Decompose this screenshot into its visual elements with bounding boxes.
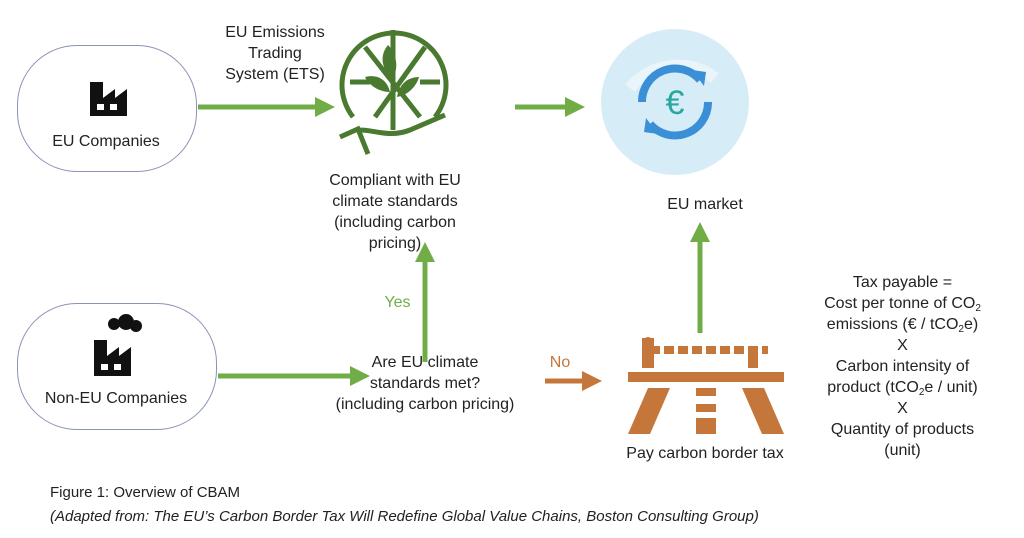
ets-line: EU Emissions xyxy=(225,24,325,41)
formula-text: emissions (€ / tCO xyxy=(826,316,959,333)
question-line: (including carbon pricing) xyxy=(335,396,515,413)
question-line: Are EU climate xyxy=(371,354,479,371)
question-line: standards met? xyxy=(369,375,481,392)
factory-icon xyxy=(90,82,127,116)
formula-sub: 2 xyxy=(918,387,925,398)
eu-market-euro-globe-icon: € xyxy=(601,29,749,175)
figure-caption: Figure 1: Overview of CBAM xyxy=(50,484,241,501)
formula-line: (unit) xyxy=(884,442,921,459)
ets-label: EU Emissions Trading System (ETS) xyxy=(205,22,345,85)
svg-text:€: € xyxy=(666,84,685,122)
formula-times: X xyxy=(897,337,908,354)
formula-text: Cost per tonne of CO xyxy=(824,295,976,312)
globe-plant-hand-icon xyxy=(338,30,449,155)
pay-tax-label: Pay carbon border tax xyxy=(626,445,784,462)
compliant-line: climate standards xyxy=(332,193,458,210)
ets-line: Trading xyxy=(248,45,302,62)
compliant-line: (including carbon pricing) xyxy=(334,214,456,252)
compliant-label: Compliant with EU climate standards (inc… xyxy=(315,170,475,254)
formula-sub: 2 xyxy=(958,324,964,335)
eu-market-label: EU market xyxy=(667,196,743,213)
non-eu-companies-label: Non-EU Companies xyxy=(44,390,188,407)
ets-line: System (ETS) xyxy=(225,66,325,83)
formula-line: emissions (€ / tCO2e) xyxy=(805,314,1000,335)
eu-companies-label: EU Companies xyxy=(52,133,160,150)
formula-text: product (tCO xyxy=(827,379,919,396)
formula-text: e) xyxy=(963,316,979,333)
formula-text: e / unit) xyxy=(924,379,978,396)
yes-label: Yes xyxy=(384,294,411,311)
figure-source: (Adapted from: The EU’s Carbon Border Ta… xyxy=(50,508,759,525)
factory-smoke-icon xyxy=(94,314,142,376)
formula-line: Carbon intensity of xyxy=(835,358,970,375)
no-label: No xyxy=(549,354,571,371)
tax-formula: Tax payable = Cost per tonne of CO2 emis… xyxy=(805,272,1000,461)
formula-times: X xyxy=(897,400,908,417)
formula-line: Quantity of products xyxy=(830,421,975,438)
formula-sub: 2 xyxy=(975,303,981,314)
question-label: Are EU climate standards met? (including… xyxy=(325,352,525,415)
border-barrier-icon xyxy=(628,337,784,434)
compliant-line: Compliant with EU xyxy=(329,172,461,189)
formula-line: Tax payable = xyxy=(852,274,953,291)
formula-line: Cost per tonne of CO2 xyxy=(805,293,1000,314)
formula-line: product (tCO2e / unit) xyxy=(805,377,1000,398)
